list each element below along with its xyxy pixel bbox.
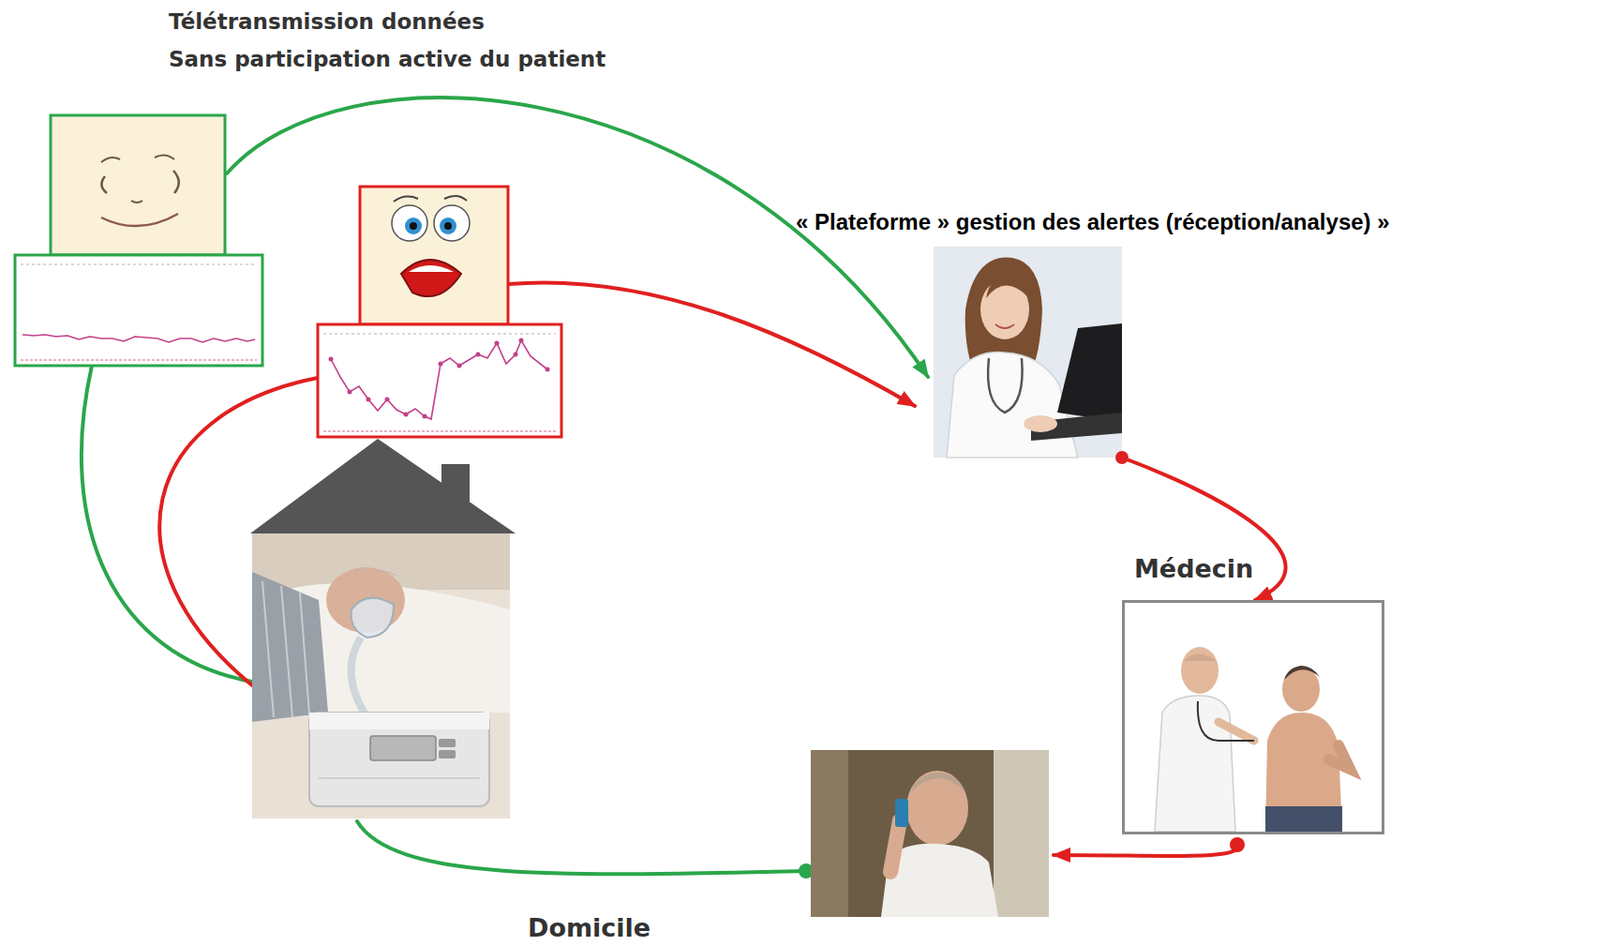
happy-face bbox=[50, 115, 225, 255]
stable-chart bbox=[14, 254, 263, 366]
alert-connector bbox=[1121, 457, 1286, 600]
doctor-photo bbox=[1124, 602, 1382, 832]
text-label: Sans participation active du patient bbox=[168, 46, 606, 72]
alert-chart bbox=[317, 324, 562, 437]
scared-face bbox=[359, 186, 509, 325]
connector-dot bbox=[1115, 450, 1129, 464]
node-heading: Médecin bbox=[1134, 553, 1254, 584]
node-heading: « Plateforme » gestion des alertes (réce… bbox=[795, 209, 1391, 236]
text-label: Domicile bbox=[527, 912, 651, 943]
platform-node: « Plateforme » gestion des alertes (réce… bbox=[933, 246, 1122, 458]
text-label: Télétransmission données bbox=[168, 9, 485, 34]
inhaler-photo bbox=[810, 749, 1049, 917]
red-dot bbox=[1229, 837, 1245, 853]
doctor-node: Médecin bbox=[1121, 599, 1385, 835]
platform-photo bbox=[933, 246, 1122, 458]
home-house bbox=[250, 438, 516, 819]
